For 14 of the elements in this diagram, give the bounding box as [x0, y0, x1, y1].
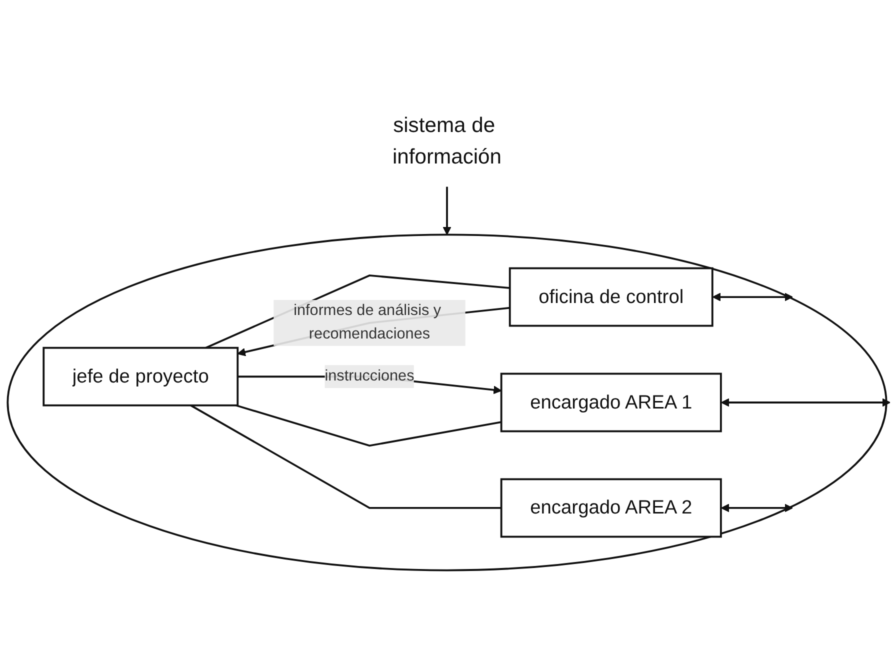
arrow — [720, 504, 793, 512]
node-box: jefe de proyecto — [42, 346, 239, 406]
node-text: sistema de información — [392, 112, 502, 169]
node-box: encargado AREA 1 — [500, 372, 722, 432]
node-box: oficina de control — [508, 267, 714, 327]
connector — [190, 404, 502, 509]
arrow — [712, 292, 793, 302]
edge-label: informes de análisis y recomendaciones — [294, 302, 442, 342]
connector — [236, 404, 502, 447]
node-box: encargado AREA 2 — [500, 478, 722, 538]
arrow — [720, 398, 891, 407]
arrow — [442, 186, 452, 236]
edge-label: instrucciones — [324, 368, 414, 384]
cluster — [6, 234, 888, 572]
